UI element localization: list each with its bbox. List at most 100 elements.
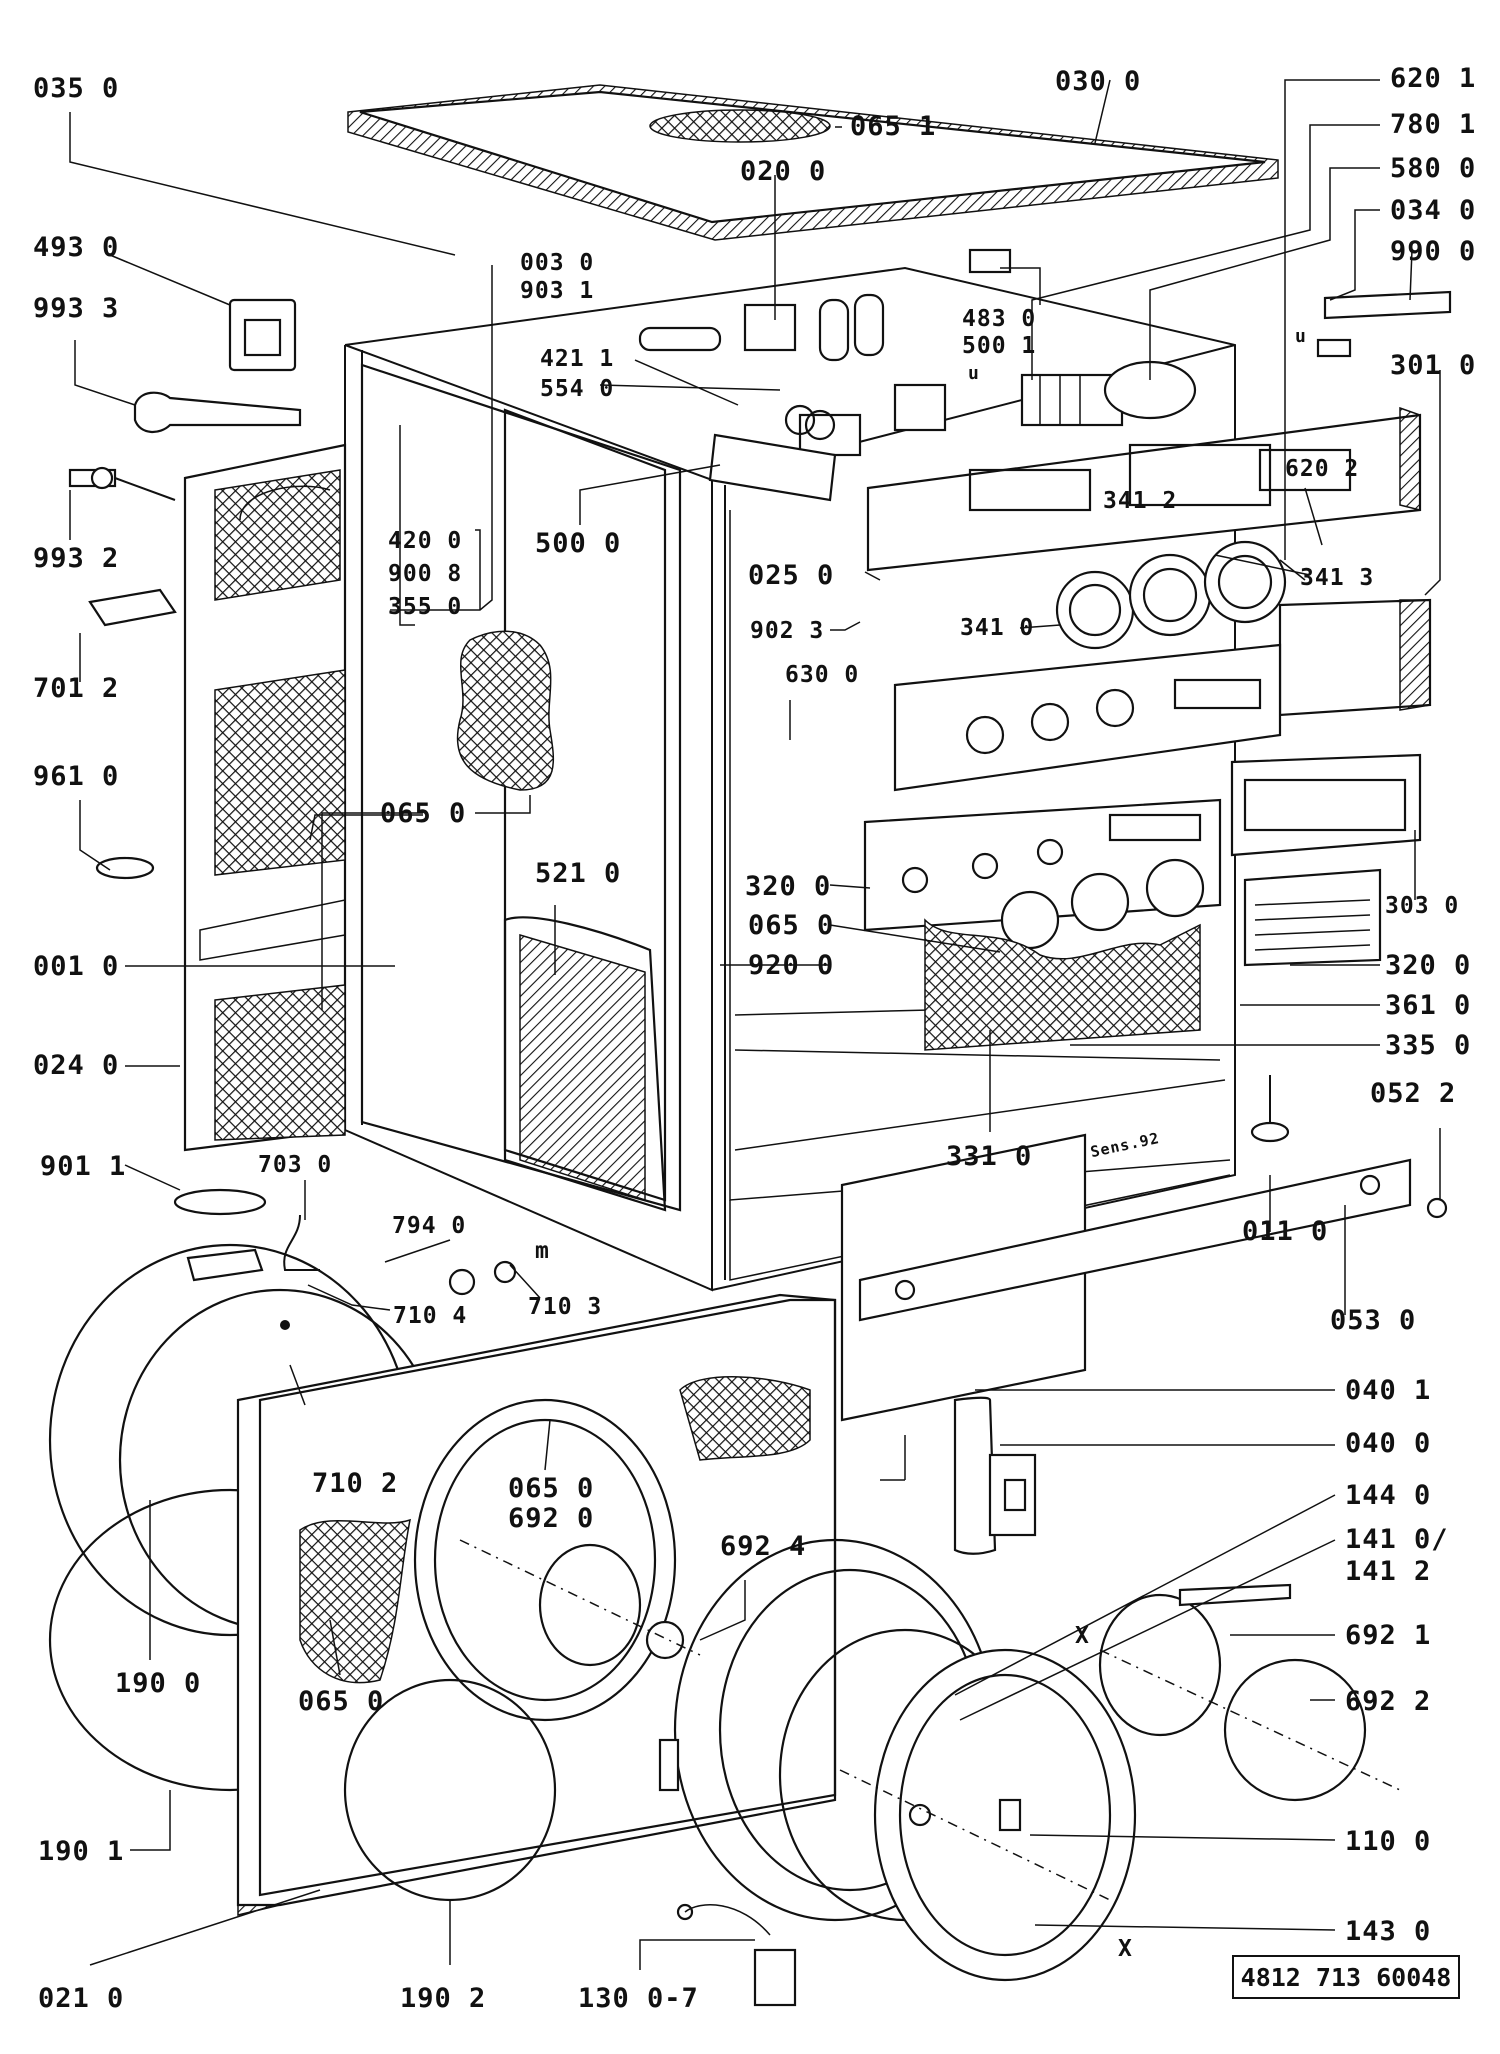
part-label: 035 0 xyxy=(33,73,120,104)
part-label: 024 0 xyxy=(33,1050,120,1081)
selector-knobs xyxy=(1000,858,1205,950)
part-label: 692 2 xyxy=(1345,1686,1432,1717)
part-label: 053 0 xyxy=(1330,1305,1417,1336)
part-label: u xyxy=(968,363,980,384)
part-label: 990 0 xyxy=(1390,236,1477,267)
part-label: 993 3 xyxy=(33,293,120,324)
part-label: 710 2 xyxy=(312,1468,399,1499)
label-plate-320 xyxy=(1243,868,1382,967)
part-label: X xyxy=(1118,1936,1133,1962)
part-label: 190 0 xyxy=(115,1668,202,1699)
part-label: 900 8 xyxy=(388,561,463,587)
part-label: 483 0 xyxy=(962,306,1037,332)
part-label: 301 0 xyxy=(1390,350,1477,381)
part-label: 692 1 xyxy=(1345,1620,1432,1651)
part-label: 493 0 xyxy=(33,232,120,263)
part-label: 710 4 xyxy=(393,1303,468,1329)
display-box-303 xyxy=(1230,753,1422,857)
front-fascia xyxy=(893,643,1282,792)
part-label: 030 0 xyxy=(1055,66,1142,97)
pulley-794 xyxy=(448,1260,517,1296)
control-panel-frame xyxy=(866,406,1422,572)
part-label: 500 0 xyxy=(535,528,622,559)
part-label: 141 2 xyxy=(1345,1556,1432,1587)
part-label: 034 0 xyxy=(1390,195,1477,226)
spanner-993-3 xyxy=(133,391,302,433)
part-label: 141 0/ xyxy=(1345,1524,1449,1555)
part-label: 065 0 xyxy=(380,798,467,829)
programme-knobs xyxy=(1055,540,1287,650)
part-label: 630 0 xyxy=(785,662,860,688)
part-label: 710 3 xyxy=(528,1294,603,1320)
part-label: 355 0 xyxy=(388,594,463,620)
insulation-361 xyxy=(924,918,1201,1051)
hose-703-0 xyxy=(186,1214,320,1282)
part-label: 335 0 xyxy=(1385,1030,1472,1061)
part-label: 040 1 xyxy=(1345,1375,1432,1406)
part-label: 025 0 xyxy=(748,560,835,591)
part-label: 794 0 xyxy=(392,1213,467,1239)
part-label: 920 0 xyxy=(748,950,835,981)
part-label: 065 1 xyxy=(850,111,937,142)
part-label: 331 0 xyxy=(946,1141,1033,1172)
part-label: 692 4 xyxy=(720,1531,807,1562)
part-label: 110 0 xyxy=(1345,1826,1432,1857)
part-label: 701 2 xyxy=(33,673,120,704)
top-components xyxy=(638,248,1452,502)
cabinet-body xyxy=(344,266,1236,1292)
leader-lines xyxy=(69,79,1441,1970)
part-label: 320 0 xyxy=(1385,950,1472,981)
part-label: 040 0 xyxy=(1345,1428,1432,1459)
part-label: 993 2 xyxy=(33,543,120,574)
bracket-901-1 xyxy=(173,1188,267,1216)
clip-701-2 xyxy=(88,588,177,627)
part-label: 001 0 xyxy=(33,951,120,982)
plinth-053 xyxy=(858,1158,1412,1322)
part-label: 361 0 xyxy=(1385,990,1472,1021)
part-label: 421 1 xyxy=(540,346,615,372)
part-label: 341 0 xyxy=(960,615,1035,641)
panel-301 xyxy=(1278,598,1432,717)
part-label: 065 0 xyxy=(298,1686,385,1717)
front-panel xyxy=(236,1293,837,1916)
part-label: 554 0 xyxy=(540,376,615,402)
part-label: 003 0 xyxy=(520,250,595,276)
part-label: 420 0 xyxy=(388,528,463,554)
door-lock-130 xyxy=(676,1903,797,2007)
part-label: 021 0 xyxy=(38,1983,125,2014)
part-label: 144 0 xyxy=(1345,1480,1432,1511)
bolt-993-2 xyxy=(68,466,176,501)
part-label: 903 1 xyxy=(520,278,595,304)
part-label: 020 0 xyxy=(740,156,827,187)
part-label: 130 0-7 xyxy=(578,1983,699,2014)
part-label: 065 0 xyxy=(748,910,835,941)
part-label: 500 1 xyxy=(962,333,1037,359)
part-label: 065 0 xyxy=(508,1473,595,1504)
document-number-box: 4812 713 60048 xyxy=(1232,1955,1460,1999)
foot-052-2 xyxy=(1426,1197,1448,1219)
left-side-panel xyxy=(183,443,347,1152)
part-label: 320 0 xyxy=(745,871,832,902)
part-label: 703 0 xyxy=(258,1152,333,1178)
part-label: 961 0 xyxy=(33,761,120,792)
part-label: 190 2 xyxy=(400,1983,487,2014)
part-label: 303 0 xyxy=(1385,893,1460,919)
door-assembly xyxy=(658,1133,1401,1982)
part-label: 521 0 xyxy=(535,858,622,889)
part-label: 692 0 xyxy=(508,1503,595,1534)
part-label: X xyxy=(1075,1623,1090,1649)
clip-961-0 xyxy=(95,856,155,880)
part-label: u xyxy=(1295,326,1307,347)
door-hinge xyxy=(953,1396,1037,1555)
foot-011 xyxy=(1250,1075,1290,1143)
top-lid xyxy=(347,84,1279,241)
hose-connector-493 xyxy=(228,298,297,372)
part-label: 190 1 xyxy=(38,1836,125,1867)
part-label: 143 0 xyxy=(1345,1916,1432,1947)
part-label: m xyxy=(535,1238,550,1264)
part-label: 620 2 xyxy=(1285,456,1360,482)
part-label: 902 3 xyxy=(750,618,825,644)
part-label: 620 1 xyxy=(1390,63,1477,94)
control-bracket xyxy=(863,798,1222,932)
